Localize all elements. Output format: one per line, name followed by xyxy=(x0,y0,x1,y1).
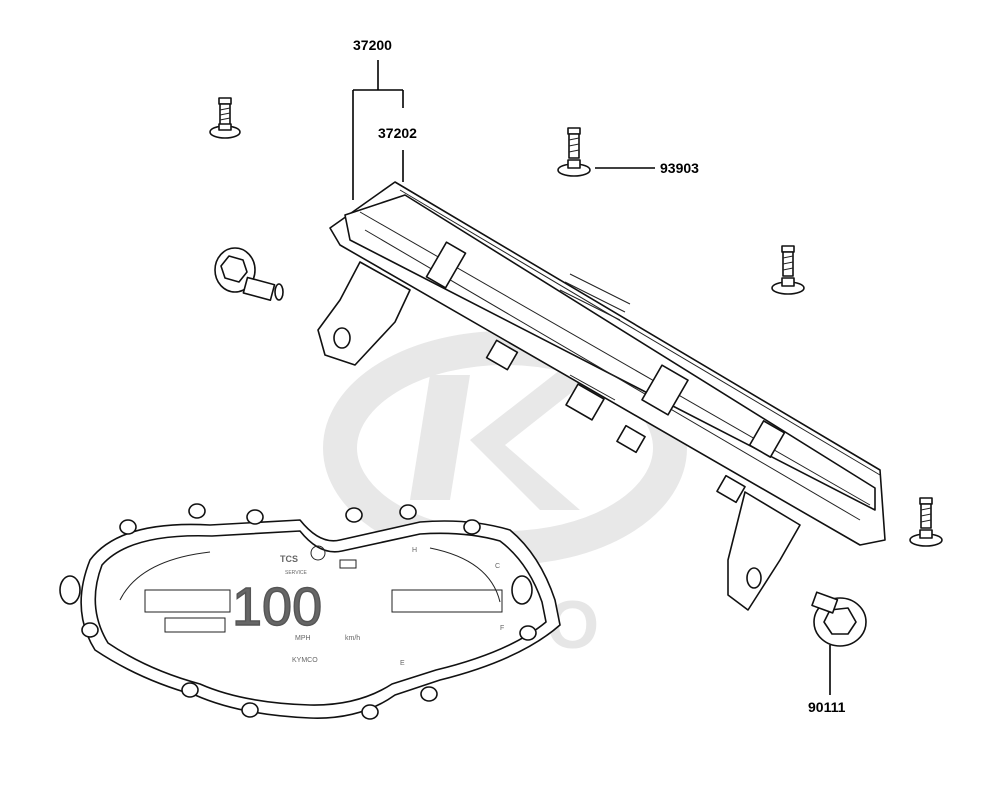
screw-right-upper xyxy=(771,245,805,295)
speed-digits: 100 xyxy=(232,577,322,637)
fuel-empty-letter: E xyxy=(400,660,405,667)
service-indicator: SERVICE xyxy=(285,570,308,576)
temp-hot-letter: H xyxy=(412,547,417,554)
meter-assembly-37202 xyxy=(317,181,886,611)
part-label-37200: 37200 xyxy=(353,37,392,53)
meter-front-view: TCS SERVICE 100 MPH km/h KYMCO E F C H xyxy=(59,503,561,720)
flange-bolt-left xyxy=(214,247,284,301)
bracket-37200 xyxy=(352,60,404,200)
part-label-90111: 90111 xyxy=(808,699,846,715)
fuel-full-letter: F xyxy=(500,625,504,632)
flange-bolt-90111 xyxy=(811,591,867,647)
screw-93903 xyxy=(557,127,591,177)
temp-cold-letter: C xyxy=(495,563,500,570)
unit-mph: MPH xyxy=(295,635,311,642)
tcs-indicator: TCS xyxy=(280,554,298,564)
brand-mark: KYMCO xyxy=(292,657,318,664)
screw-top-left xyxy=(209,97,241,139)
part-label-93903: 93903 xyxy=(660,160,699,176)
part-label-37202: 37202 xyxy=(378,125,417,141)
screw-right-lower xyxy=(909,497,943,547)
unit-kmh: km/h xyxy=(345,635,360,642)
